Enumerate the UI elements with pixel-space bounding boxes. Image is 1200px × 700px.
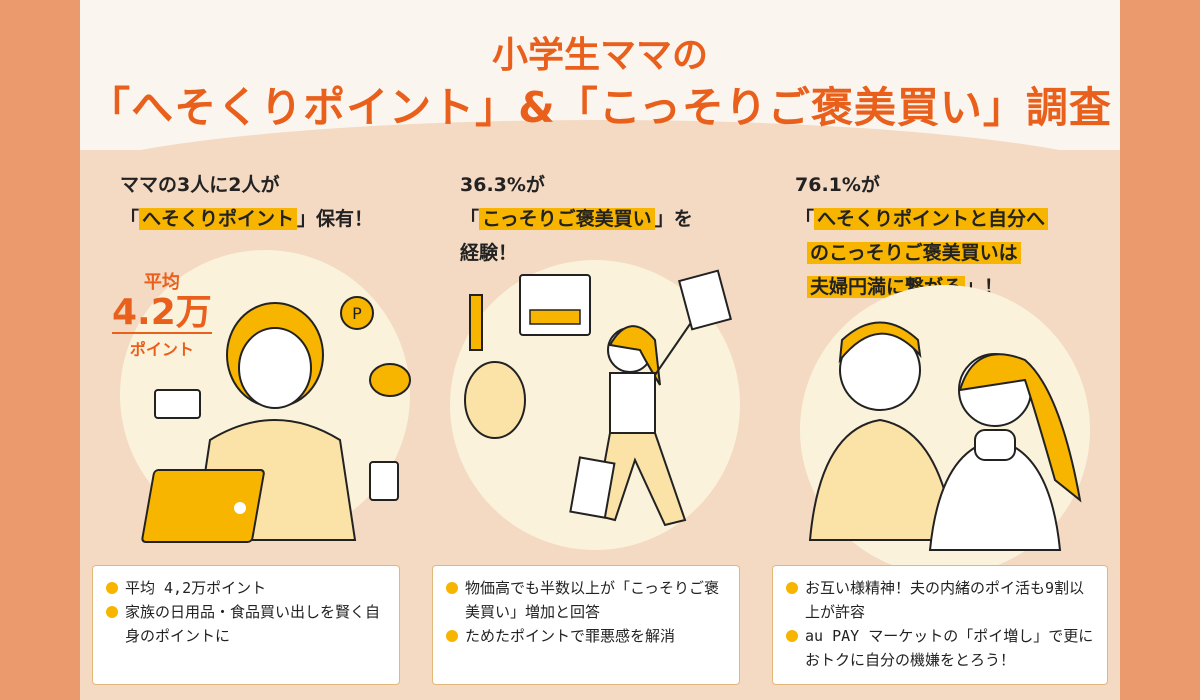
column1-quote-open: 「 <box>120 208 140 230</box>
average-unit: ポイント <box>112 332 212 360</box>
column2-heading: 36.3%が 「こっそりご褒美買い」を 経験！ <box>460 168 780 270</box>
svg-text:P: P <box>352 304 362 323</box>
column2-head2: 「こっそりご褒美買い」を <box>460 202 780 236</box>
column3-summary-box: お互い様精神！夫の内緒のポイ活も9割以上が許容 au PAY マーケットの「ポイ… <box>772 565 1108 685</box>
column1-highlight: へそくりポイント <box>139 208 298 230</box>
average-value: 4.2万 <box>112 292 212 333</box>
column3-heading: 76.1%が 「へそくりポイントと自分へ のこっそりご褒美買いは 夫婦円満に繋が… <box>795 168 1115 304</box>
column1-head2: 「へそくりポイント」保有！ <box>120 202 420 236</box>
column1-rest: 」保有！ <box>297 208 374 230</box>
column3-head2: 「へそくりポイントと自分へ <box>795 202 1115 236</box>
average-points-badge: 平均 4.2万 ポイント <box>112 268 212 360</box>
column1-heading: ママの3人に2人が 「へそくりポイント」保有！ <box>120 168 420 236</box>
title-line2: 「へそくりポイント」&「こっそりご褒美買い」調査 <box>88 83 1112 132</box>
column1-summary-box: 平均 4,2万ポイント 家族の日用品・食品買い出しを賢く自身のポイントに <box>92 565 400 685</box>
column1-bullet: 平均 4,2万ポイント <box>103 576 389 600</box>
woman-laptop-illustration: P <box>141 296 411 543</box>
column2-rest: 」を <box>654 208 693 230</box>
panel: 小学生ママの 「へそくりポイント」&「こっそりご褒美買い」調査 ママの3人に2人… <box>80 0 1120 700</box>
column2-summary-box: 物価高でも半数以上が「こっそりご褒美買い」増加と回答 ためたポイントで罪悪感を解… <box>432 565 740 685</box>
column3-highlight-b: のこっそりご褒美買いは <box>807 242 1021 264</box>
column2-head1: 36.3%が <box>460 174 545 196</box>
column3-highlight-a: へそくりポイントと自分へ <box>814 208 1049 230</box>
column2-quote-open: 「 <box>460 208 480 230</box>
column3-bullet: au PAY マーケットの「ポイ増し」で更におトクに自分の機嫌をとろう！ <box>783 624 1097 672</box>
column2-line3: 経験！ <box>460 242 518 264</box>
title-line1: 小学生ママの <box>491 35 708 76</box>
column1-head1: ママの3人に2人が <box>120 174 280 196</box>
couple-illustration <box>808 321 1082 551</box>
column2-bullet: 物価高でも半数以上が「こっそりご褒美買い」増加と回答 <box>443 576 729 624</box>
jumping-woman-illustration <box>464 269 733 527</box>
column3-head3: のこっそりご褒美買いは <box>795 236 1115 270</box>
column2-bullet: ためたポイントで罪悪感を解消 <box>443 624 729 648</box>
column3-bullet: お互い様精神！夫の内緒のポイ活も9割以上が許容 <box>783 576 1097 624</box>
column1-bullet: 家族の日用品・食品買い出しを賢く自身のポイントに <box>103 600 389 648</box>
column2-highlight: こっそりご褒美買い <box>479 208 655 230</box>
average-label: 平均 <box>143 272 180 293</box>
column3-head1: 76.1%が <box>795 174 880 196</box>
